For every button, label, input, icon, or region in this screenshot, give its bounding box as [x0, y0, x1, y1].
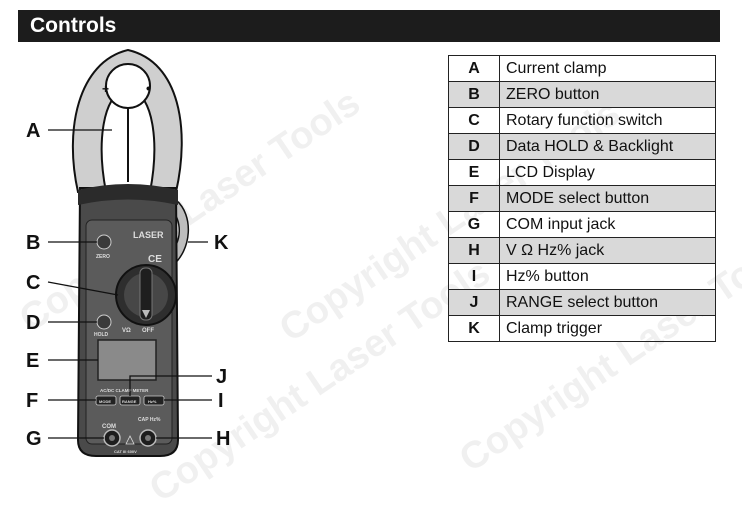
callout-g: G — [26, 428, 42, 450]
warning-icon — [125, 435, 135, 445]
clamp-meter-diagram: + • LASER CE ZERO OFF VΩ HOLD AC/DC CLAM… — [26, 48, 230, 457]
legend-letter: B — [448, 81, 500, 108]
callout-e: E — [26, 350, 39, 372]
callout-i: I — [218, 390, 224, 412]
legend-letter: A — [448, 55, 500, 82]
cap-label: CAP Hz% — [138, 417, 161, 423]
callout-b: B — [26, 232, 40, 254]
legend-description: Current clamp — [499, 55, 716, 82]
hold-button[interactable] — [96, 314, 112, 330]
model-label: AC/DC CLAMP METER — [100, 388, 149, 393]
lcd-display — [97, 339, 157, 381]
section-title: Controls — [30, 14, 117, 37]
zero-label: ZERO — [96, 254, 110, 260]
legend-description: COM input jack — [499, 211, 716, 238]
plus-marker: + — [102, 82, 109, 96]
legend-description: LCD Display — [499, 159, 716, 186]
ce-mark: CE — [148, 254, 162, 265]
legend-description: Hz% button — [499, 263, 716, 290]
legend-letter: J — [448, 289, 500, 316]
callout-k: K — [214, 232, 229, 254]
zero-button[interactable] — [96, 234, 112, 250]
legend-letter: F — [448, 185, 500, 212]
legend-letter: K — [448, 315, 500, 342]
brand-label: LASER — [133, 230, 164, 240]
legend-letter: H — [448, 237, 500, 264]
vohm-dial-label: VΩ — [122, 328, 131, 334]
range-label: RANGE — [122, 399, 137, 404]
current-clamp: + • — [71, 48, 183, 193]
legend-letter: E — [448, 159, 500, 186]
hold-label: HOLD — [94, 332, 109, 338]
hz-label: Hz% — [148, 399, 157, 404]
legend-letter: I — [448, 263, 500, 290]
callout-c: C — [26, 272, 40, 294]
cat-label: CAT III 600V — [114, 449, 137, 454]
section-header: Controls — [18, 10, 720, 42]
legend-description: MODE select button — [499, 185, 716, 212]
callout-d: D — [26, 312, 40, 334]
callout-a: A — [26, 120, 40, 142]
legend-description: RANGE select button — [499, 289, 716, 316]
legend-description: ZERO button — [499, 81, 716, 108]
legend-description: Data HOLD & Backlight — [499, 133, 716, 160]
callout-f: F — [26, 390, 38, 412]
dot-marker: • — [146, 80, 151, 96]
legend-description: Clamp trigger — [499, 315, 716, 342]
com-label: COM — [102, 424, 116, 430]
legend-description: V Ω Hz% jack — [499, 237, 716, 264]
mode-label: MODE — [99, 399, 111, 404]
callout-h: H — [216, 428, 230, 450]
rotary-function-switch[interactable] — [115, 264, 177, 326]
legend-letter: C — [448, 107, 500, 134]
callout-j: J — [216, 366, 227, 388]
off-label: OFF — [142, 328, 154, 334]
legend-letter: D — [448, 133, 500, 160]
legend-description: Rotary function switch — [499, 107, 716, 134]
legend-letter: G — [448, 211, 500, 238]
